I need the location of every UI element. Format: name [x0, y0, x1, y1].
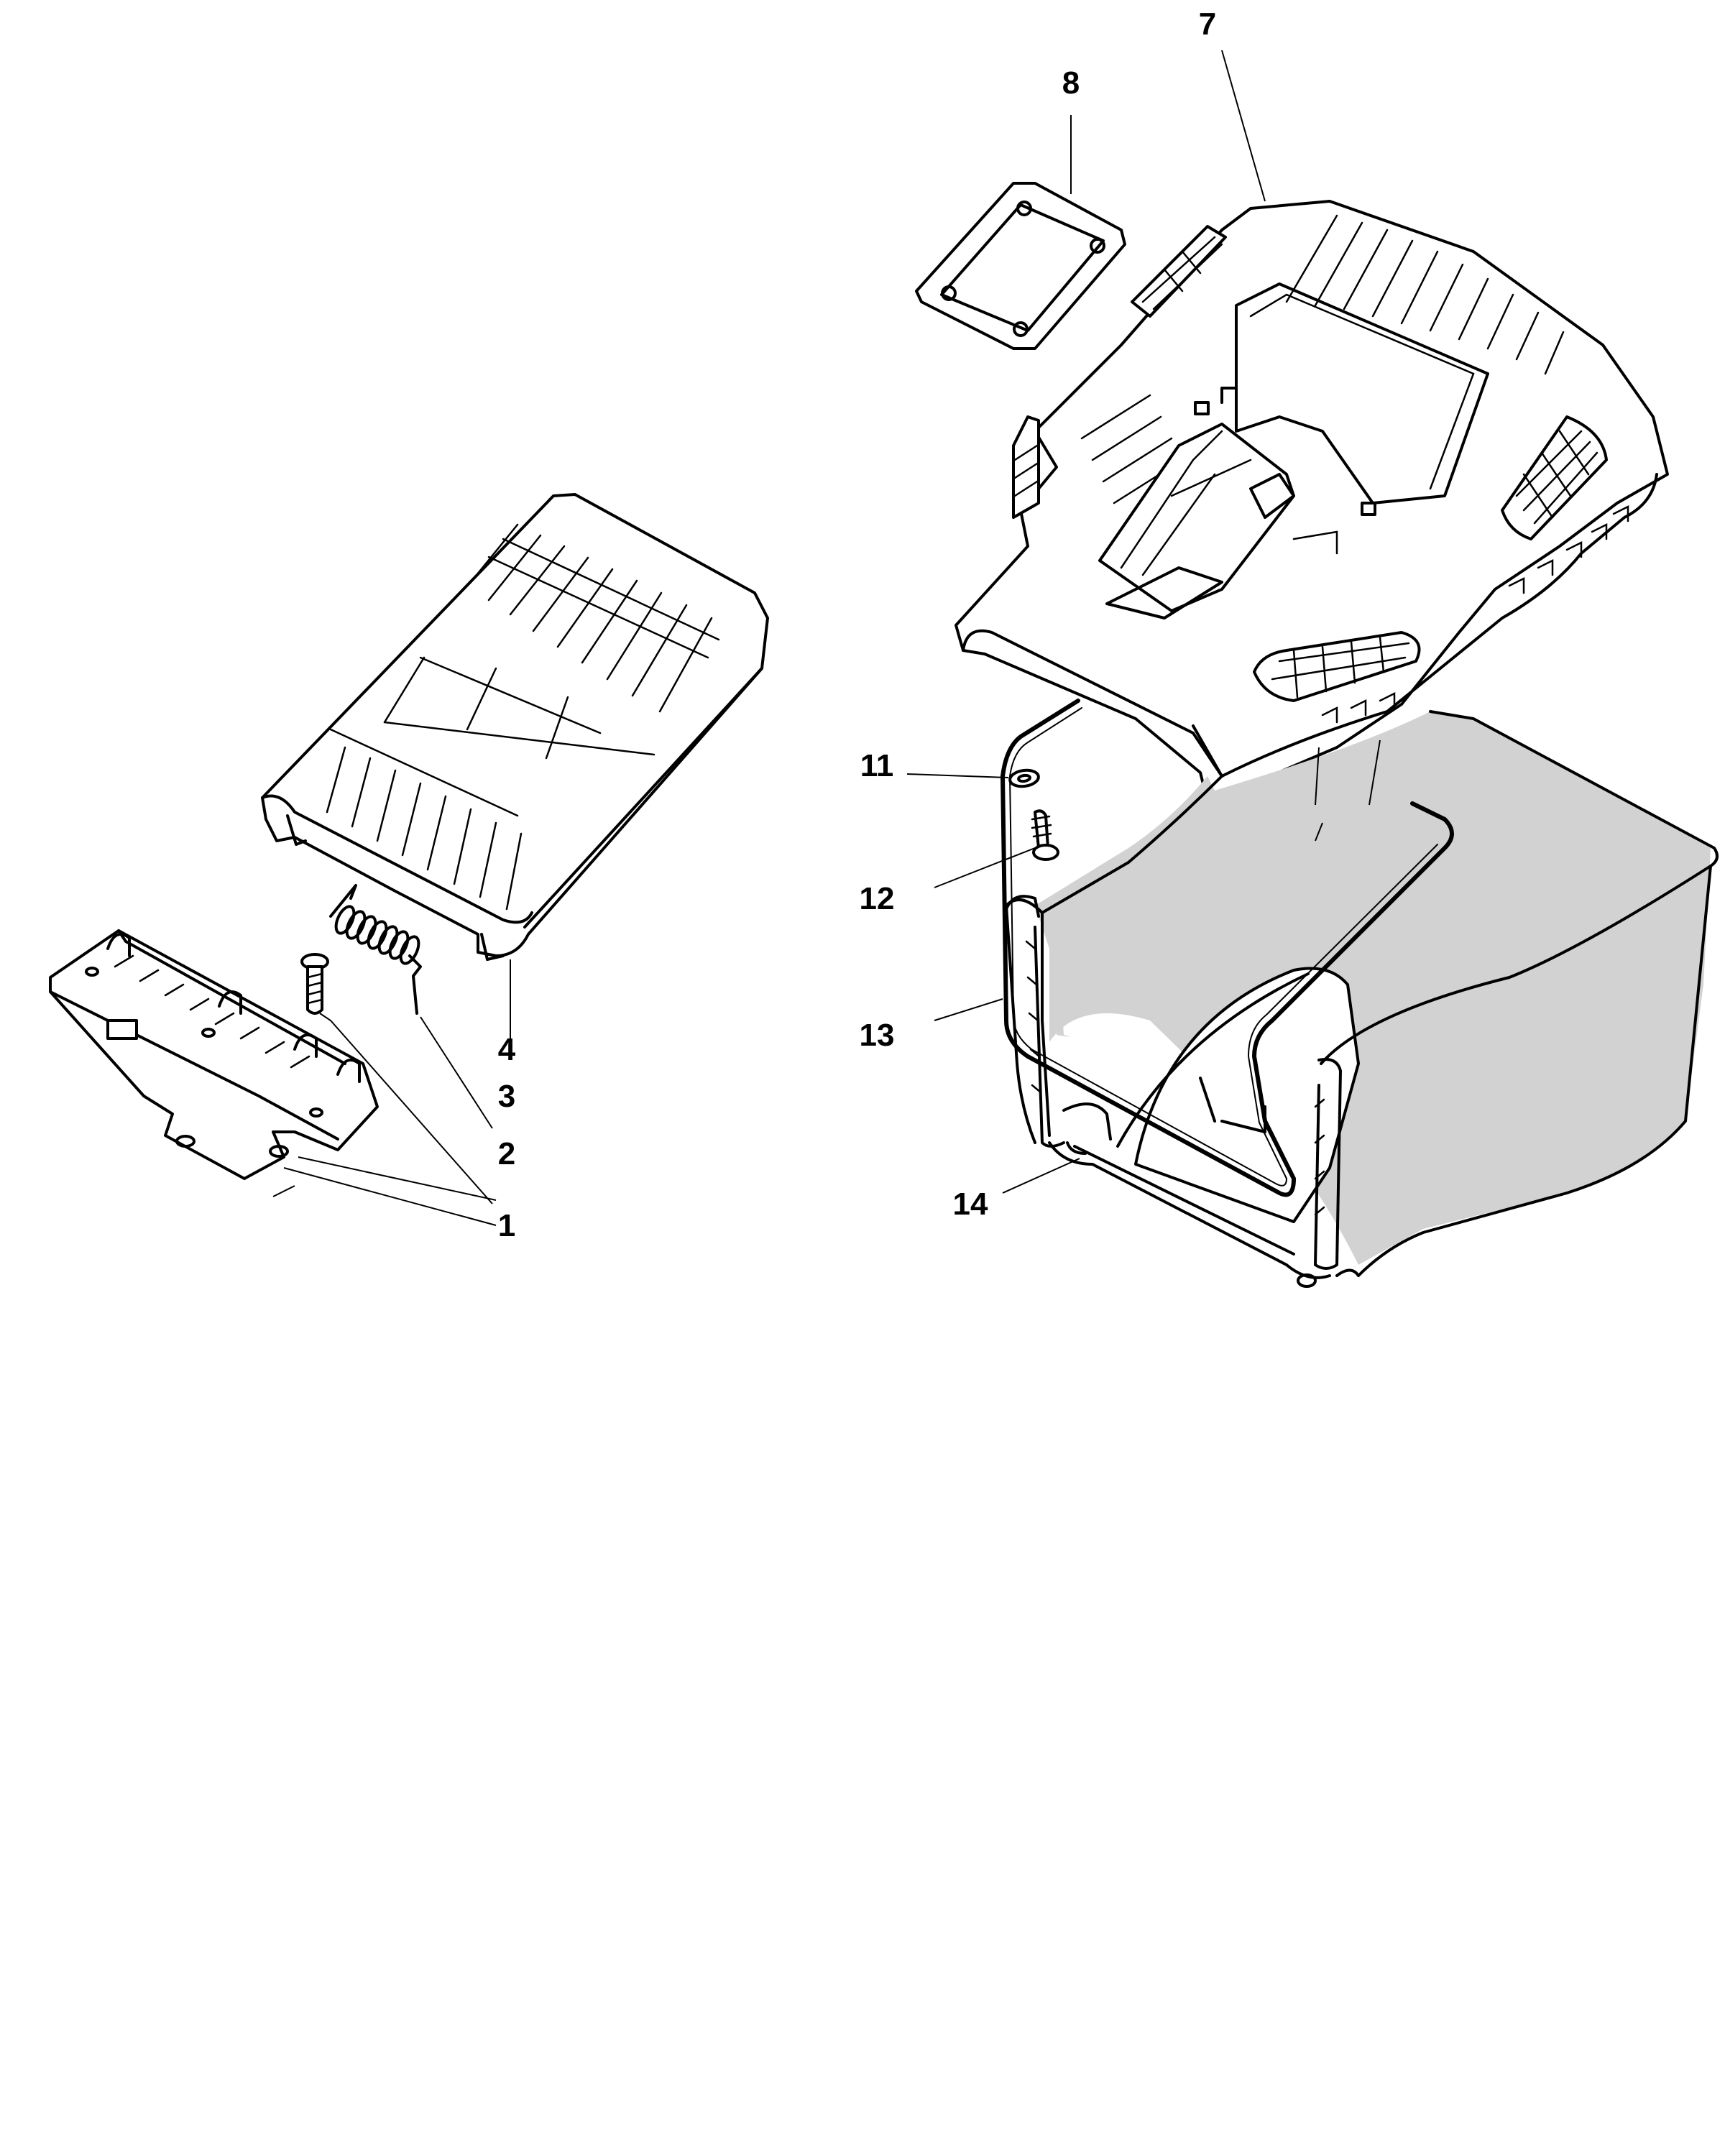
- part-7-top-cover: [954, 200, 1669, 803]
- part-4-flap-cover: [261, 493, 769, 961]
- top-cover-vent-right: [1501, 415, 1608, 540]
- top-cover-vent-top: [1131, 225, 1227, 318]
- part-13-wire-frame: [1000, 699, 1454, 1197]
- callout-labels: 1 2 3 4 7 8 11 12 13 14: [498, 6, 1216, 1243]
- callout-11: 11: [860, 748, 894, 783]
- part-3-torsion-spring: [329, 884, 422, 1015]
- callout-3: 3: [498, 1079, 515, 1114]
- top-cover-vent-bottom: [1253, 631, 1421, 702]
- callout-13: 13: [860, 1018, 895, 1053]
- callout-1: 1: [498, 1208, 515, 1243]
- top-cover-vent-left: [1012, 415, 1040, 519]
- part-11-washer: [1008, 768, 1040, 788]
- part-12-screw: [1031, 809, 1059, 861]
- top-cover-handle: [1098, 423, 1295, 619]
- callout-12: 12: [860, 881, 895, 916]
- callout-7: 7: [1199, 6, 1216, 42]
- callout-4: 4: [498, 1032, 516, 1067]
- part-14-grass-bag: [1005, 710, 1719, 1288]
- callout-14: 14: [953, 1187, 988, 1222]
- part-2-bolt: [300, 953, 329, 1015]
- part-8-cover-plate: [915, 182, 1126, 350]
- callout-8: 8: [1062, 65, 1080, 101]
- callout-2: 2: [498, 1136, 515, 1171]
- part-1-hinge-bracket: [49, 929, 379, 1180]
- leader-lines: [272, 50, 1381, 1226]
